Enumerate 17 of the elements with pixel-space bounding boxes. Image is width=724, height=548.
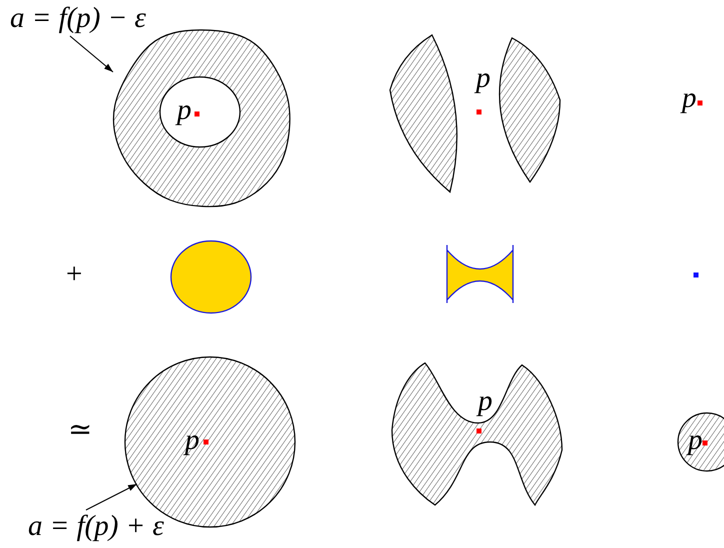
level-formula: a = f(p) + ε	[28, 510, 206, 542]
point-label: p	[682, 82, 696, 114]
hatched-region	[498, 37, 561, 183]
hatched-region	[391, 362, 563, 506]
point-label: p	[688, 424, 702, 456]
leader-arrow	[86, 484, 138, 510]
handle-band	[446, 244, 514, 304]
point-label: p	[478, 385, 492, 417]
leader-arrow	[70, 36, 114, 72]
hatched-annulus	[112, 29, 290, 208]
operator-symbol: ≃	[68, 414, 92, 446]
point-label: p	[476, 62, 490, 94]
point-label: p	[177, 94, 192, 126]
level-formula: a = f(p) − ε	[10, 2, 188, 34]
handle-disc	[170, 240, 252, 314]
operator-symbol: +	[66, 258, 82, 290]
hatched-region	[389, 34, 458, 193]
